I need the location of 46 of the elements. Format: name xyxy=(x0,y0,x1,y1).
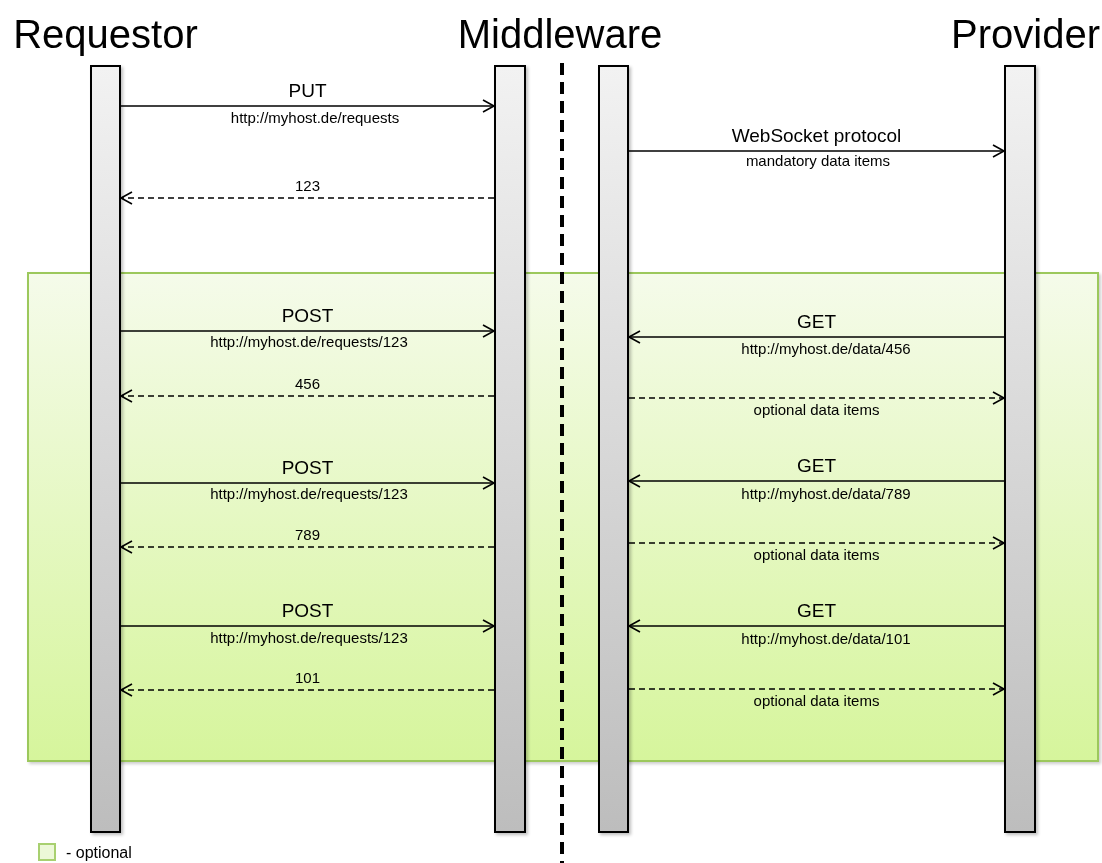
edge-label: POST xyxy=(281,458,334,479)
edge-label: POST xyxy=(281,306,334,327)
dashed-arrow xyxy=(120,389,495,403)
url-label: http://myhost.de/requests/123 xyxy=(210,630,408,647)
legend-label: - optional xyxy=(66,844,132,862)
edge-label: GET xyxy=(796,601,837,622)
arrow xyxy=(628,474,1005,488)
url-label: mandatory data items xyxy=(745,153,891,170)
edge-label: 456 xyxy=(295,375,320,392)
dashed-arrow xyxy=(120,191,495,205)
edge-label: WebSocket protocol xyxy=(731,126,902,147)
edge-label: 789 xyxy=(295,526,320,543)
dashed-arrow xyxy=(628,536,1005,550)
lifeline-bar xyxy=(90,65,121,833)
dashed-arrow xyxy=(628,391,1005,405)
arrow xyxy=(120,324,495,338)
dashed-arrow xyxy=(120,683,495,697)
arrow xyxy=(120,476,495,490)
url-label: http://myhost.de/requests/123 xyxy=(210,334,408,351)
edge-label: optional data items xyxy=(753,402,880,419)
arrow xyxy=(628,330,1005,344)
edge-label: GET xyxy=(796,312,837,333)
edge-label: optional data items xyxy=(753,547,880,564)
url-label: http://myhost.de/requests/123 xyxy=(210,486,408,503)
url-label: http://myhost.de/data/456 xyxy=(741,341,911,358)
lifeline-bar xyxy=(598,65,629,833)
edge-label: 123 xyxy=(295,177,320,194)
edge-label: GET xyxy=(796,456,837,477)
dashed-arrow xyxy=(120,540,495,554)
edge-label: PUT xyxy=(288,81,327,102)
lifeline-bar xyxy=(1004,65,1036,833)
url-label: http://myhost.de/data/101 xyxy=(741,631,911,648)
arrow xyxy=(628,144,1005,158)
arrow xyxy=(120,619,495,633)
participant-name: Requestor xyxy=(13,12,198,56)
edge-label: optional data items xyxy=(753,693,880,710)
arrow xyxy=(628,619,1005,633)
participant-name: Provider xyxy=(951,12,1100,56)
arrow xyxy=(120,99,495,113)
url-label: http://myhost.de/data/789 xyxy=(741,486,911,503)
edge-label: 101 xyxy=(295,669,320,686)
lifeline-bar xyxy=(494,65,526,833)
edge-label: POST xyxy=(281,601,334,622)
dashed-arrow xyxy=(628,682,1005,696)
url-label: http://myhost.de/requests xyxy=(230,110,400,127)
participant-name: Middleware xyxy=(457,12,663,56)
